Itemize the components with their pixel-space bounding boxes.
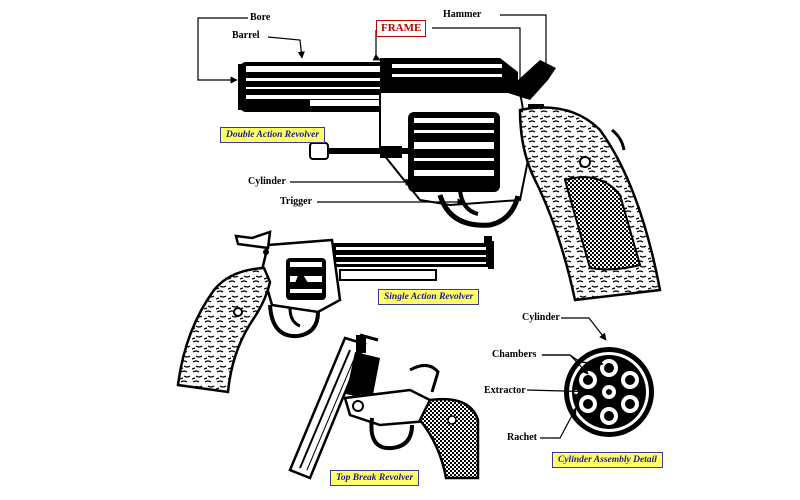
label-bore: Bore (250, 12, 271, 23)
caption-single-action-revolver: Single Action Revolver (378, 289, 480, 305)
caption-double-action-revolver: Double Action Revolver (220, 127, 326, 143)
label-rachet: Rachet (507, 432, 537, 443)
single-action-revolver-drawing (176, 230, 494, 394)
top-break-revolver-drawing (288, 333, 480, 480)
leader-lines (197, 14, 607, 439)
label-chambers: Chambers (492, 349, 537, 360)
caption-cylinder-assembly-detail: Cylinder Assembly Detail (552, 452, 663, 468)
cylinder-detail-drawing (564, 347, 654, 437)
label-frame: FRAME (376, 20, 427, 37)
label-barrel: Barrel (232, 30, 260, 41)
caption-top-break-revolver: Top Break Revolver (330, 470, 420, 486)
label-cylinder: Cylinder (248, 176, 286, 187)
label-cylinder-detail: Cylinder (522, 312, 560, 323)
label-hammer: Hammer (443, 9, 482, 20)
label-extractor: Extractor (484, 385, 526, 396)
label-trigger: Trigger (280, 196, 313, 207)
